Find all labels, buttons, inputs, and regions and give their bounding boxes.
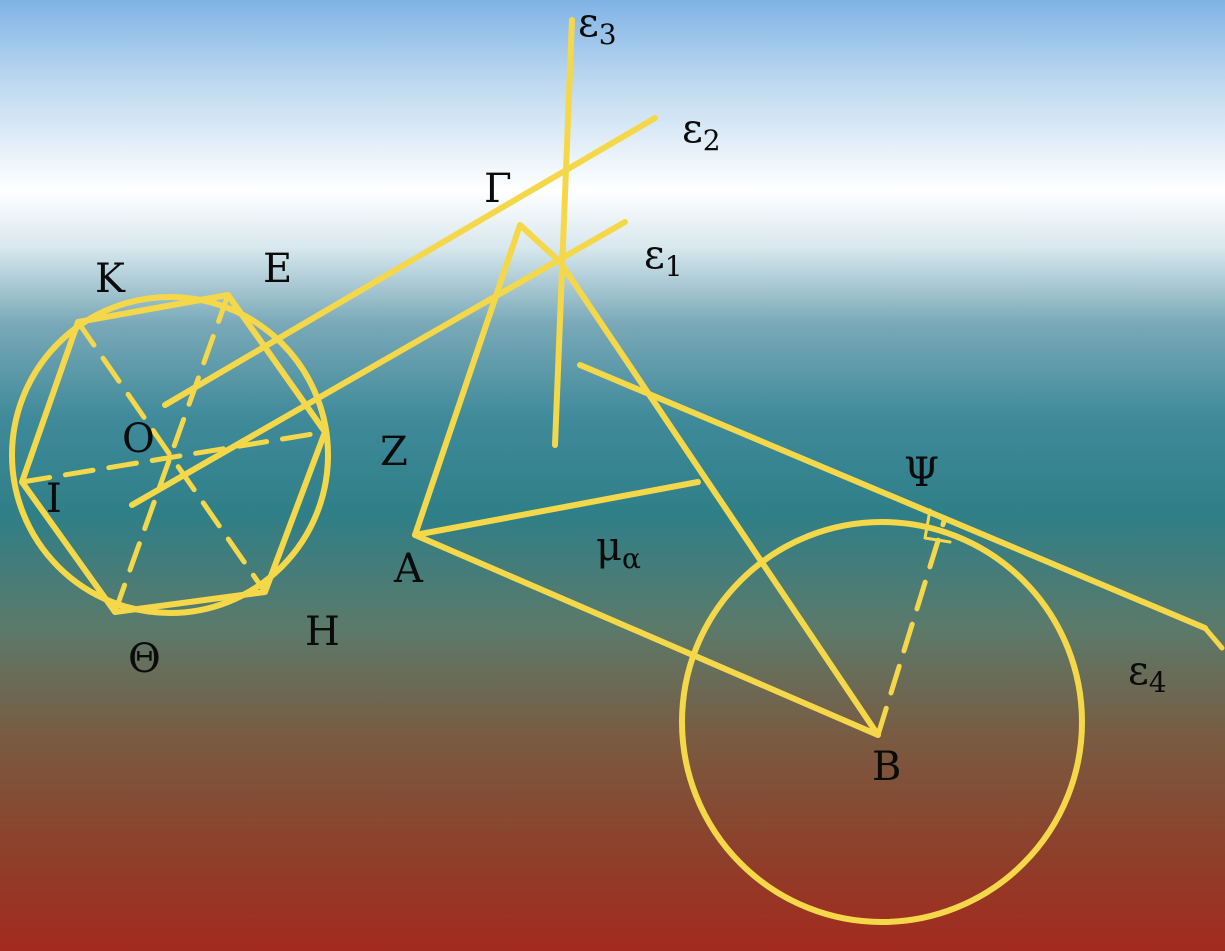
line-e4: [577, 362, 1208, 631]
left-circle: [9, 294, 331, 616]
diagonal-k-h: [75, 319, 268, 595]
diagonal-e-theta: [112, 292, 231, 615]
label-iota: I: [46, 476, 62, 522]
label-e1: ε1: [644, 232, 683, 283]
label-psi: Ψ: [904, 450, 939, 496]
label-omicron: O: [122, 416, 155, 462]
label-e3: ε3: [578, 0, 617, 51]
triangle-agb: [412, 222, 881, 738]
label-mu: μα: [596, 524, 641, 575]
label-gamma: Γ: [484, 166, 512, 212]
label-beta: B: [872, 744, 901, 790]
label-epsilon: E: [263, 246, 292, 292]
line-e1: [129, 219, 628, 508]
median-line: [412, 479, 701, 538]
diagonal-i-z: [19, 429, 328, 485]
right-circle: [679, 519, 1085, 925]
label-theta: Θ: [128, 636, 161, 682]
label-zeta: Z: [380, 429, 408, 475]
label-e2: ε2: [682, 106, 721, 157]
line-e2: [162, 115, 658, 408]
label-eta: H: [305, 609, 340, 655]
label-kappa: K: [95, 256, 126, 302]
line-e4-tail: [1202, 625, 1225, 651]
radius-b-psi: [875, 515, 948, 738]
label-e4: ε4: [1128, 648, 1167, 699]
label-alpha: A: [393, 546, 424, 592]
line-e3: [552, 17, 575, 448]
right-angle-mark: [923, 508, 952, 544]
